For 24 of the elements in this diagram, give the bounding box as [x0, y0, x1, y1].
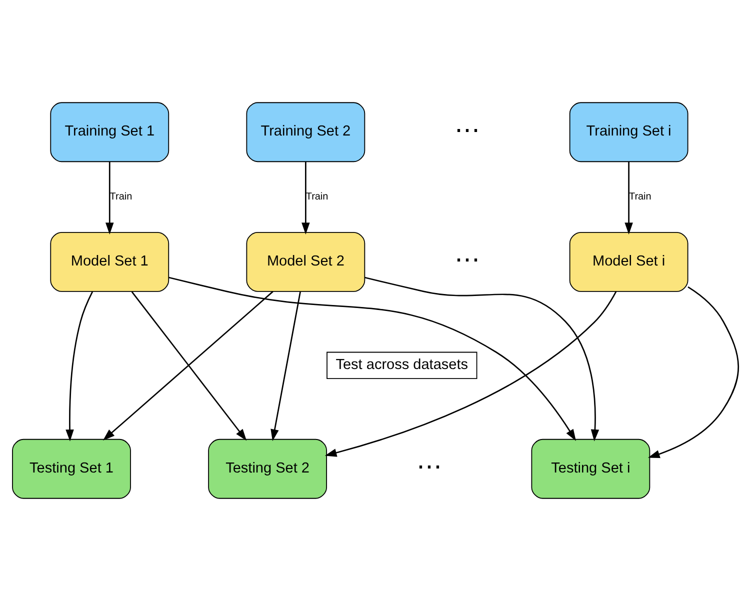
arrow	[270, 292, 301, 442]
arrow	[302, 162, 310, 234]
arrow	[364, 276, 600, 442]
arrow	[648, 286, 739, 458]
node-box: Training Set i	[569, 102, 688, 162]
arrow	[102, 291, 274, 440]
node-box: Training Set 2	[246, 102, 366, 162]
node-box: Test across datasets	[326, 352, 478, 380]
arrow	[168, 276, 576, 442]
label: ⋯	[416, 453, 442, 482]
node-box: Model Set 1	[50, 232, 170, 292]
node-box: Model Set i	[569, 232, 688, 292]
arrow	[624, 162, 633, 234]
label: ⋯	[454, 246, 480, 274]
node-box: Testing Set i	[531, 438, 650, 499]
label: ⋯	[454, 116, 480, 144]
node-box: Model Set 2	[246, 232, 366, 292]
arrow	[324, 291, 617, 457]
node-box: Testing Set 1	[12, 438, 131, 499]
node-box: Testing Set 2	[208, 438, 327, 499]
node-box: Training Set 1	[50, 102, 170, 162]
arrow	[106, 162, 114, 234]
arrow	[66, 291, 94, 442]
arrow	[131, 291, 247, 441]
